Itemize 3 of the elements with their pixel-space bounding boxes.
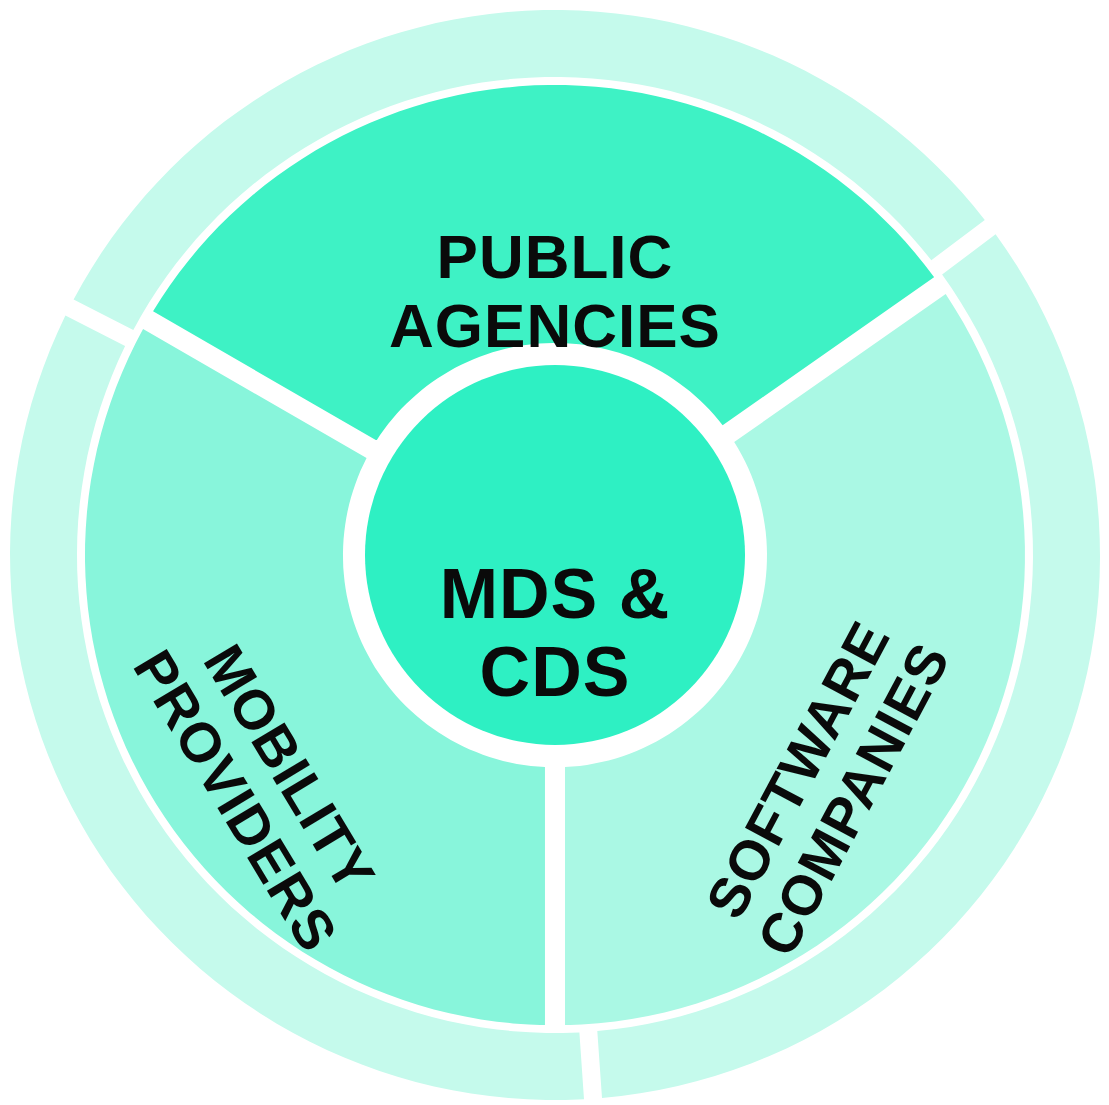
segment-label: PUBLIC AGENCIES: [388, 222, 722, 361]
segment-label: MDS & CDS: [438, 555, 672, 712]
ring-segment: [153, 85, 935, 441]
